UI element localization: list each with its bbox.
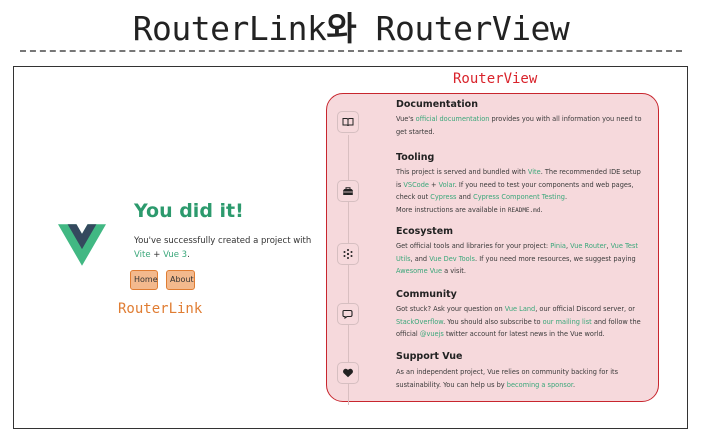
community-body: Got stuck? Ask your question on Vue Land… xyxy=(396,303,644,341)
community-text: and follow the official xyxy=(396,317,641,339)
router-view-panel xyxy=(326,93,659,402)
slide-title-part-2: 와 xyxy=(326,9,357,48)
title-divider xyxy=(20,50,682,52)
support-title: Support Vue xyxy=(396,351,463,362)
hero-heading: You did it! xyxy=(134,200,244,222)
vue3-link[interactable]: Vue 3 xyxy=(163,250,188,260)
hero-text-line: You've successfully created a project wi… xyxy=(134,236,312,246)
cypress-component-testing-link[interactable]: Cypress Component Testing xyxy=(473,193,565,201)
hero-end: . xyxy=(187,250,190,260)
tooling-text: More instructions are available in xyxy=(396,205,508,214)
documentation-text: provides you with all information you ne… xyxy=(396,115,642,136)
ecosystem-text: a visit. xyxy=(442,267,466,275)
community-title: Community xyxy=(396,289,457,300)
hero-plus: + xyxy=(150,250,164,260)
hero-text: You've successfully created a project wi… xyxy=(134,234,314,262)
tooling-text: + xyxy=(428,180,439,189)
awesome-vue-link[interactable]: Awesome Vue xyxy=(396,267,443,275)
routerview-label: RouterView xyxy=(453,71,538,87)
pinia-link[interactable]: Pinia xyxy=(550,242,566,250)
ecosystem-text: Get official tools and libraries for you… xyxy=(396,242,551,250)
chat-icon xyxy=(337,303,359,325)
ecosystem-text: . If you need more resources, we suggest… xyxy=(475,254,636,263)
ecosystem-text: , and xyxy=(410,254,430,263)
community-text: Got stuck? Ask your question on xyxy=(396,305,505,313)
become-sponsor-link[interactable]: becoming a sponsor xyxy=(506,380,573,389)
tooling-title: Tooling xyxy=(396,152,435,163)
home-link[interactable]: Home xyxy=(130,270,158,290)
tooling-text: . xyxy=(564,193,568,201)
book-icon xyxy=(337,111,359,133)
vite-docs-link[interactable]: Vite xyxy=(527,168,541,176)
vite-link[interactable]: Vite xyxy=(134,250,151,260)
documentation-body: Vue's official documentation provides yo… xyxy=(396,113,644,138)
official-docs-link[interactable]: official documentation xyxy=(415,115,490,123)
community-text: . You should also subscribe to xyxy=(443,317,543,326)
vue-dev-tools-link[interactable]: Vue Dev Tools xyxy=(429,254,475,263)
mailing-list-link[interactable]: our mailing list xyxy=(542,317,592,326)
vuejs-twitter-link[interactable]: @vuejs xyxy=(419,330,444,338)
support-body: As an independent project, Vue relies on… xyxy=(396,366,644,391)
vue-router-link[interactable]: Vue Router xyxy=(570,242,607,250)
about-link[interactable]: About xyxy=(166,270,195,290)
slide-title: RouterLink와 RouterView xyxy=(0,2,702,50)
vue-logo xyxy=(58,224,106,266)
support-text: . xyxy=(572,380,576,389)
support-text: As an independent project, Vue relies on… xyxy=(396,368,619,389)
community-text: , our official Discord server, or xyxy=(535,305,635,313)
readme-code: README.md xyxy=(507,206,541,214)
documentation-title: Documentation xyxy=(396,99,478,110)
ecosystem-text: , xyxy=(565,242,571,250)
stackoverflow-link[interactable]: StackOverflow xyxy=(396,317,444,326)
tooling-text: . xyxy=(540,205,543,214)
vue-test-utils-link[interactable]: Vue Test Utils xyxy=(396,242,638,263)
ecosystem-body: Get official tools and libraries for you… xyxy=(396,240,644,278)
tooling-text: . If you need to test your components an… xyxy=(396,180,634,202)
community-text: twitter account for latest news in the V… xyxy=(443,330,605,338)
cypress-link[interactable]: Cypress xyxy=(430,193,457,201)
tooling-text: This project is served and bundled with xyxy=(396,168,528,176)
tooling-text: and xyxy=(456,193,474,201)
ecosystem-title: Ecosystem xyxy=(396,226,454,237)
ecosystem-text: , xyxy=(606,242,611,250)
app-frame xyxy=(13,66,688,429)
routerlink-label: RouterLink xyxy=(118,301,203,317)
tooling-body: This project is served and bundled with … xyxy=(396,166,644,217)
vscode-link[interactable]: VSCode xyxy=(403,180,429,189)
vue-land-link[interactable]: Vue Land xyxy=(504,305,536,313)
slide-title-part-3: RouterView xyxy=(356,9,570,48)
volar-link[interactable]: Volar xyxy=(438,180,455,189)
tooling-text: . The recommended IDE setup is xyxy=(396,168,641,189)
toolbox-icon xyxy=(337,180,359,202)
timeline-line xyxy=(348,135,349,405)
heart-icon xyxy=(337,362,359,384)
slide-title-part-1: RouterLink xyxy=(132,9,327,48)
ecosystem-icon xyxy=(337,243,359,265)
documentation-text: Vue's xyxy=(396,115,416,123)
